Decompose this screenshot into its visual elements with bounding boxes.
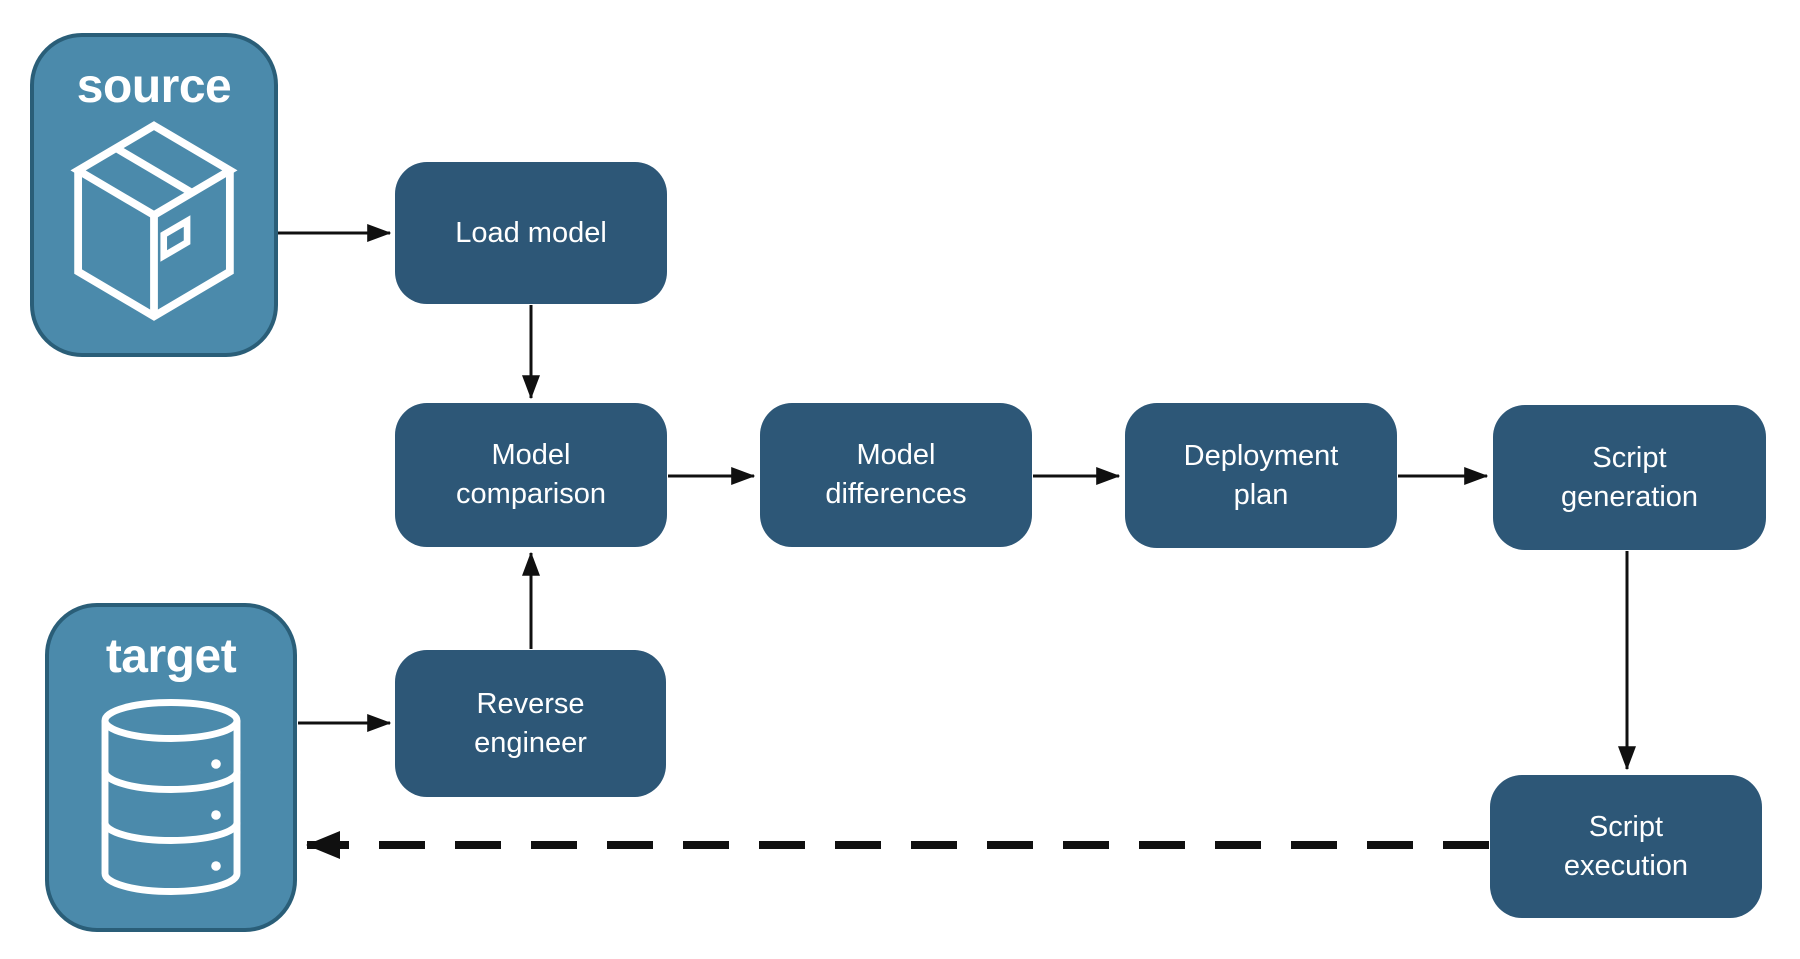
model-differences-label: Model differences: [825, 439, 967, 510]
node-script-generation: Script generation: [1493, 405, 1766, 550]
node-source: source: [30, 33, 278, 357]
package-icon: [70, 120, 238, 321]
model-comparison-label: Model comparison: [456, 439, 606, 510]
reverse-engineer-label: Reverse engineer: [474, 687, 587, 759]
node-model-comparison: Model comparison: [395, 403, 667, 547]
node-model-differences: Model differences: [760, 403, 1032, 547]
deployment-plan-label: Deployment plan: [1183, 439, 1339, 511]
database-icon: [101, 698, 241, 895]
script-generation-label: Script generation: [1560, 441, 1699, 513]
target-label: target: [105, 630, 237, 683]
node-reverse-engineer: Reverse engineer: [395, 650, 666, 797]
node-deployment-plan: Deployment plan: [1125, 403, 1397, 548]
load-model-label: Load model: [455, 216, 607, 249]
script-execution-label: Script execution: [1563, 810, 1689, 882]
node-load-model: Load model: [395, 162, 667, 304]
source-label: source: [76, 60, 232, 113]
node-script-execution: Script execution: [1490, 775, 1762, 918]
node-target: target: [45, 603, 297, 932]
